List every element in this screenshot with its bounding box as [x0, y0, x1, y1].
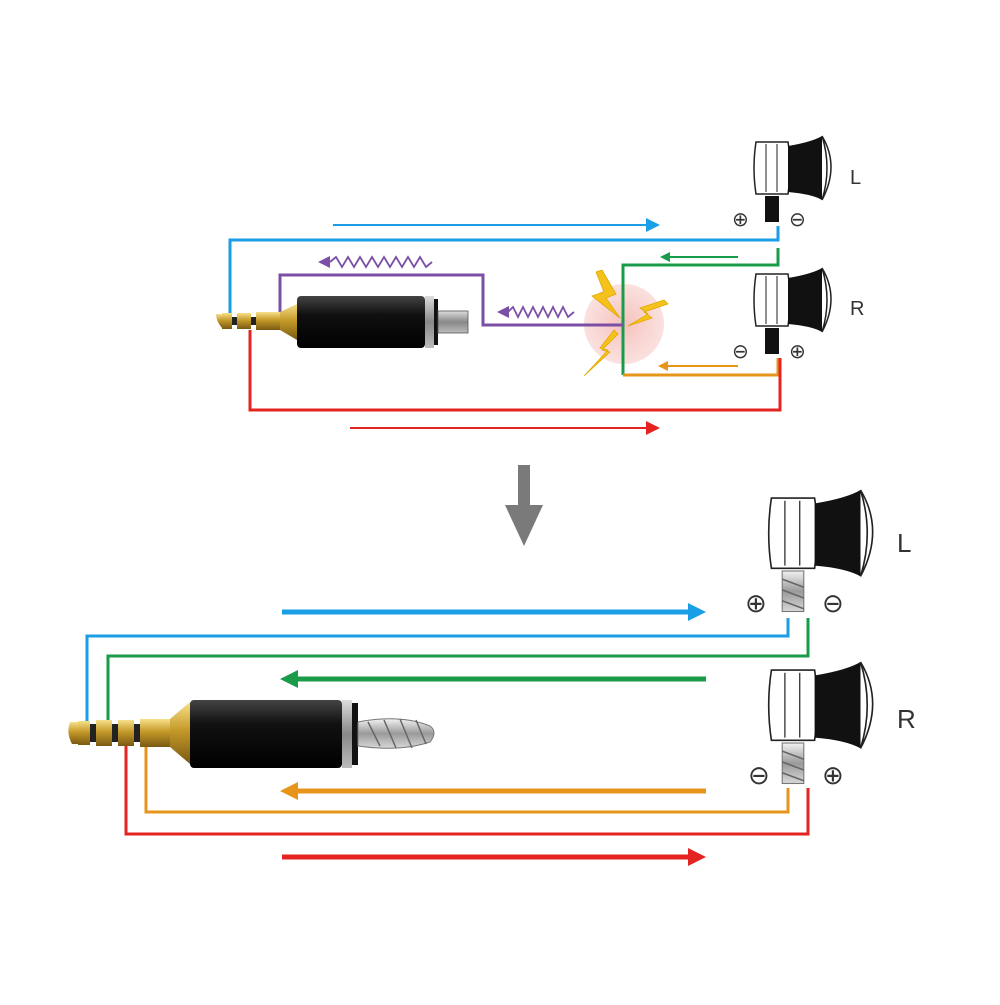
arrow-left-minus-balanced: [280, 670, 706, 688]
arrow-left-minus: [660, 252, 738, 262]
arrow-right-plus-balanced: [282, 848, 706, 866]
wire-left-plus-balanced: [85, 618, 790, 728]
symbol-plus-right-bottom: ⊕: [822, 760, 844, 790]
symbol-minus-left-top: ⊖: [789, 209, 806, 231]
wire-right-plus-balanced: [124, 745, 810, 836]
symbol-minus-right-top: ⊖: [732, 341, 749, 363]
earphone-left-bottom: [767, 489, 874, 613]
symbol-plus-right-top: ⊕: [789, 341, 806, 363]
crosstalk-wave-arrow-upper: [318, 255, 433, 269]
down-arrow-icon: [505, 465, 543, 546]
arrow-right-plus: [350, 421, 660, 435]
crosstalk-wave-arrow-lower: [497, 304, 575, 320]
arrow-left-plus-balanced: [282, 603, 706, 621]
wire-left-minus: [621, 248, 780, 375]
shielded-cable-icon: [357, 718, 435, 749]
arrow-right-minus-balanced: [280, 782, 706, 800]
symbol-minus-right-bottom: ⊖: [748, 760, 770, 790]
earphone-left-top: [753, 135, 832, 222]
wire-right-plus: [248, 330, 782, 412]
balanced-diagram: L R ⊕ ⊖ ⊖ ⊕: [68, 489, 916, 866]
unbalanced-diagram: L R ⊕ ⊖ ⊖ ⊕: [216, 135, 864, 435]
label-left-top: L: [850, 167, 861, 189]
wire-right-minus: [623, 358, 780, 377]
plug-icon-balanced: [68, 700, 358, 768]
earphone-icon: [753, 135, 832, 222]
symbol-plus-left-top: ⊕: [732, 209, 749, 231]
label-right-top: R: [850, 298, 864, 320]
wire-left-minus-balanced: [106, 618, 810, 728]
symbol-plus-left-bottom: ⊕: [745, 588, 767, 618]
wire-left-plus: [228, 226, 780, 318]
label-left-bottom: L: [897, 528, 911, 558]
wire-right-minus-balanced: [144, 745, 790, 814]
wire-crosstalk: [278, 273, 623, 327]
symbol-minus-left-bottom: ⊖: [822, 588, 844, 618]
spark-icon: [583, 269, 669, 377]
plug-icon: [216, 296, 469, 348]
arrow-left-plus: [333, 218, 660, 232]
arrow-right-minus: [658, 361, 738, 371]
earphone-right-bottom: [767, 661, 874, 785]
label-right-bottom: R: [897, 704, 916, 734]
earphone-right-top: [753, 267, 832, 354]
